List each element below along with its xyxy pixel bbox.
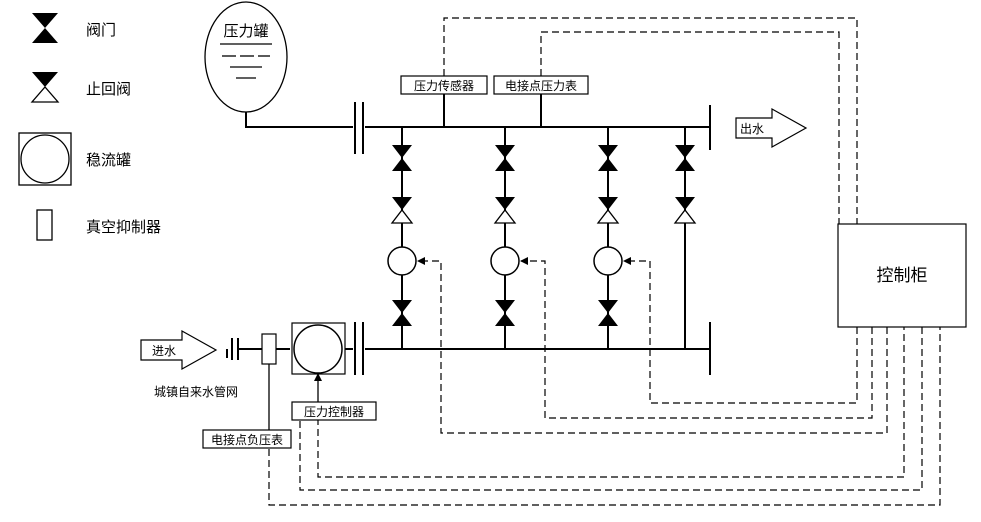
contact-vacuum-gauge-label: 电接点负压表: [211, 432, 283, 447]
vacuum-suppressor: [261, 333, 277, 365]
valve-icon[interactable]: [392, 145, 412, 171]
check-valve-icon: [494, 196, 516, 224]
vacuum-suppressor-legend-icon: [36, 209, 53, 241]
legend: 阀门 止回阀 稳流罐 真空抑制器: [18, 13, 161, 241]
valve-icon[interactable]: [675, 145, 695, 171]
check-valve-icon: [597, 196, 619, 224]
pressure-sensor-label: 压力传感器: [414, 78, 474, 93]
contact-pressure-gauge-label: 电接点压力表: [505, 78, 577, 93]
legend-check-valve-label: 止回阀: [86, 80, 131, 98]
valve-icon[interactable]: [598, 145, 618, 171]
signal-lines: [268, 17, 941, 506]
check-valve-legend-icon: [30, 72, 60, 103]
control-cabinet: 控制柜: [837, 223, 967, 328]
pressure-controller-label: 压力控制器: [304, 405, 364, 419]
legend-stabilizer-tank-label: 稳流罐: [86, 151, 131, 169]
pump-icon: [490, 246, 520, 276]
valve-icon[interactable]: [495, 145, 515, 171]
contact-pressure-gauge: 电接点压力表: [493, 75, 589, 95]
outlet-label: 出水: [740, 122, 764, 136]
outlet-arrow: 出水: [735, 107, 808, 149]
pressure-tank: 压力罐: [204, 1, 288, 113]
pressure-controller: 压力控制器: [291, 401, 377, 421]
legend-vacuum-suppressor-label: 真空抑制器: [86, 218, 161, 236]
pump-icon: [387, 246, 417, 276]
valve-icon[interactable]: [598, 300, 618, 326]
pressure-sensor: 压力传感器: [400, 75, 488, 95]
pressure-tank-label: 压力罐: [223, 22, 268, 40]
stabilizer-tank-legend-icon: [18, 132, 72, 186]
pump-icon: [593, 246, 623, 276]
valve-icon[interactable]: [392, 300, 412, 326]
legend-valve-label: 阀门: [86, 21, 116, 39]
stabilizer-tank: [291, 322, 346, 375]
control-cabinet-label: 控制柜: [877, 266, 928, 286]
city-water-label: 城镇自来水管网: [154, 384, 238, 399]
inlet-label: 进水: [152, 344, 176, 358]
check-valve-icon: [674, 196, 696, 224]
contact-vacuum-gauge: 电接点负压表: [202, 429, 292, 449]
check-valve-icon: [391, 196, 413, 224]
valve-icon[interactable]: [495, 300, 515, 326]
valve-legend-icon: [32, 13, 58, 43]
inlet-arrow: 进水: [140, 329, 218, 371]
pumps: [387, 246, 623, 276]
